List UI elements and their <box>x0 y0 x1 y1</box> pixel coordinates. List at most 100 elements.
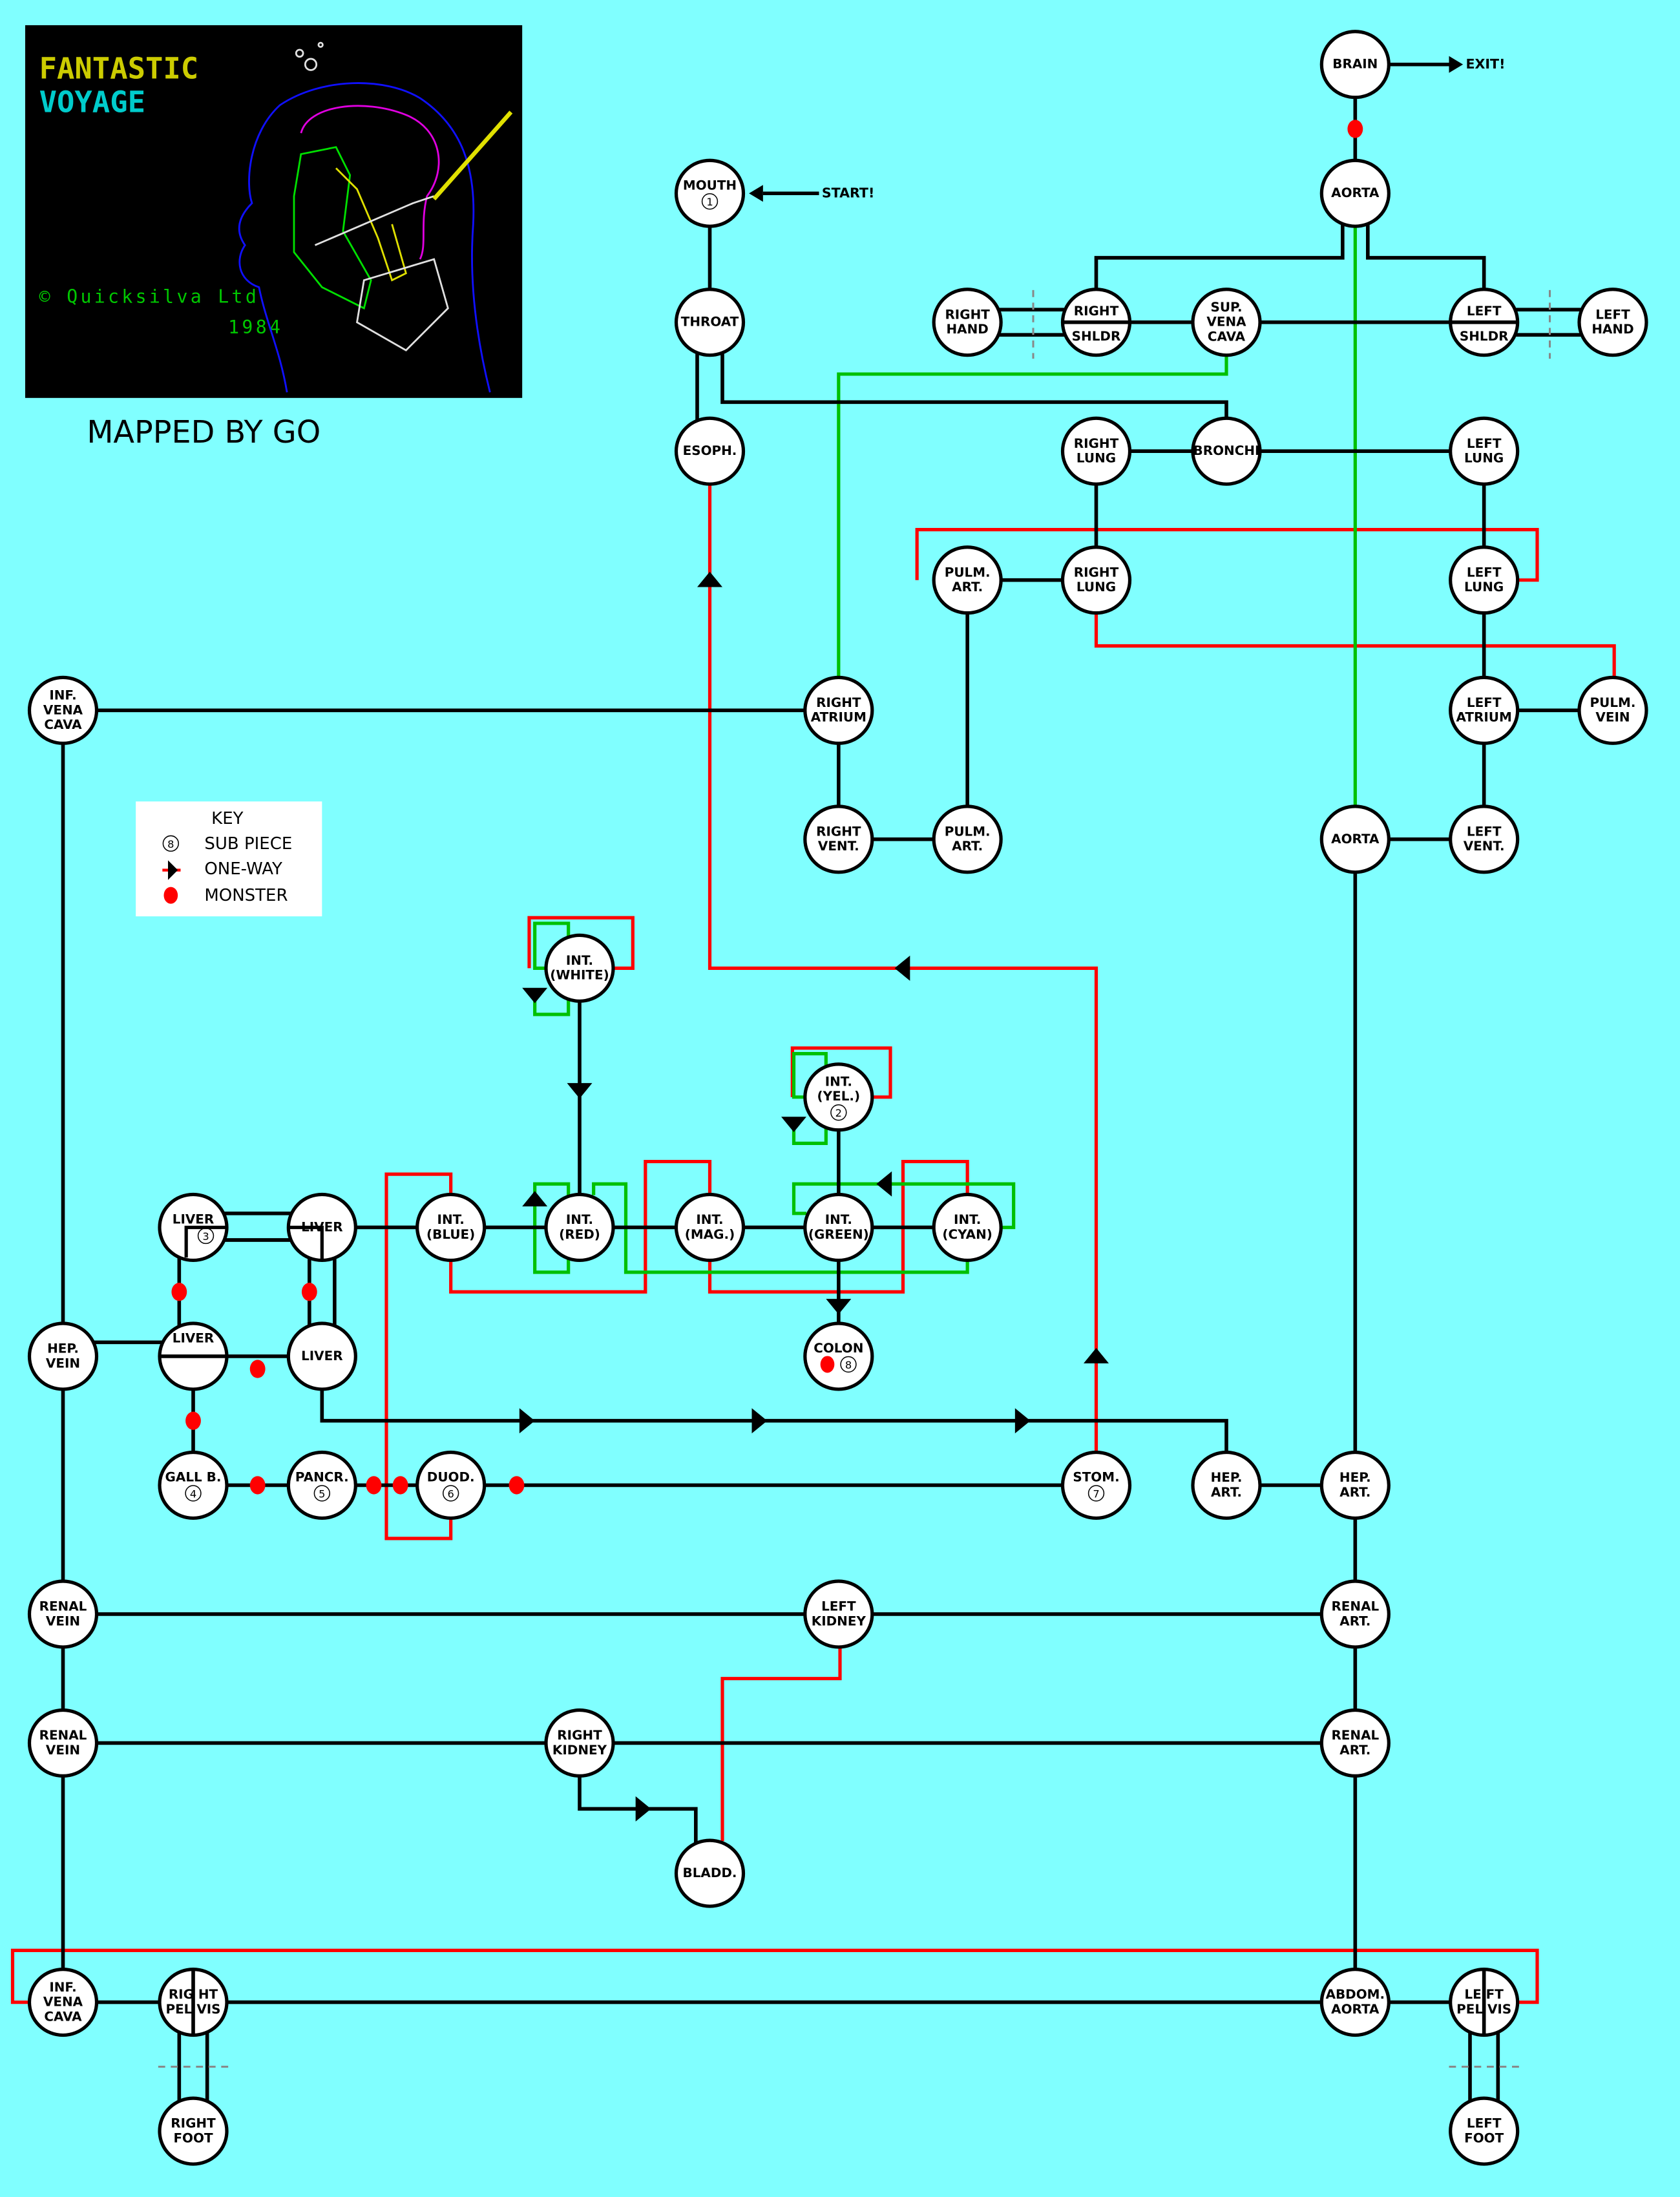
node-circle <box>674 1838 746 1908</box>
node-label: RIGHT <box>816 823 861 839</box>
node-circle <box>803 1579 874 1649</box>
node-label: VENA <box>43 1994 83 2010</box>
node-int-mag[interactable]: INT.(MAG.) <box>674 1192 746 1263</box>
node-pulm-art-bottom[interactable]: PULM.ART. <box>932 804 1003 874</box>
one-way-arrow-icon <box>162 860 181 880</box>
node-circle <box>27 675 99 745</box>
node-label: LIVER <box>173 1330 215 1345</box>
node-label: KIDNEY <box>812 1613 866 1628</box>
node-label: ART. <box>1339 1613 1370 1628</box>
node-circle <box>544 933 615 1003</box>
node-liver-b[interactable]: LIVER <box>286 1192 357 1263</box>
node-int-red[interactable]: INT.(RED) <box>544 1192 615 1263</box>
one-way-arrow-icon <box>522 987 548 1004</box>
node-divider <box>288 1225 324 1259</box>
node-bronchi[interactable]: BRONCHI <box>1191 416 1262 486</box>
node-circle <box>1449 804 1520 874</box>
node-hep-art-a[interactable]: HEP.ART. <box>1191 1450 1262 1520</box>
node-stom[interactable]: STOM.7 <box>1060 1450 1132 1520</box>
node-liver-d[interactable]: LIVER <box>286 1321 357 1391</box>
node-circle <box>674 288 746 357</box>
copyright-text: © Quicksilva Ltd <box>39 286 259 307</box>
node-bladd[interactable]: BLADD. <box>674 1838 746 1908</box>
node-int-blue[interactable]: INT.(BLUE) <box>415 1192 487 1263</box>
node-label: LE FT <box>1464 1986 1504 2002</box>
node-label: LUNG <box>1076 450 1116 466</box>
green-route-line <box>837 354 1228 678</box>
node-pancr[interactable]: PANCR.5 <box>286 1450 357 1520</box>
node-label: INT. <box>566 1212 593 1227</box>
node-circle <box>803 1062 874 1132</box>
green-route-line <box>792 1182 1016 1230</box>
node-label: HEP. <box>47 1341 79 1356</box>
node-circle <box>286 1321 357 1391</box>
monster-icon <box>366 1476 382 1495</box>
node-aorta-mid[interactable]: AORTA <box>1319 804 1391 874</box>
node-int-yel[interactable]: INT.(YEL.)2 <box>803 1062 874 1132</box>
node-label: PEL VIS <box>165 2001 220 2017</box>
node-label: RIG HT <box>169 1986 218 2002</box>
node-int-cyan[interactable]: INT.(CYAN) <box>932 1192 1003 1263</box>
node-circle <box>1319 1450 1391 1520</box>
node-aorta-top[interactable]: AORTA <box>1319 158 1391 228</box>
node-hep-art-b[interactable]: HEP.ART. <box>1319 1450 1391 1520</box>
node-label: VENT. <box>1464 838 1505 854</box>
node-gall-b[interactable]: GALL B.4 <box>158 1450 229 1520</box>
node-esoph[interactable]: ESOPH. <box>674 416 746 486</box>
node-label: BRONCHI <box>1193 443 1260 458</box>
monster-icon <box>392 1476 408 1495</box>
node-label: STOM. <box>1073 1469 1119 1484</box>
node-hep-vein[interactable]: HEP.VEIN <box>27 1321 99 1391</box>
monster-icon <box>185 1411 201 1430</box>
node-duod[interactable]: DUOD.6 <box>415 1450 487 1520</box>
node-pulm-vein[interactable]: PULM.VEIN <box>1577 675 1648 745</box>
node-label: VENT. <box>818 838 859 854</box>
node-throat[interactable]: THROAT <box>674 288 746 357</box>
green-route-line <box>792 1052 828 1145</box>
node-label: COLON <box>814 1340 863 1356</box>
node-pulm-art-top[interactable]: PULM.ART. <box>932 545 1003 615</box>
node-label: CAVA <box>1208 328 1246 344</box>
monster-icon <box>163 887 178 904</box>
red-route-line <box>10 1948 1539 2004</box>
node-brain[interactable]: BRAIN <box>1319 30 1391 100</box>
node-label: LUNG <box>1076 579 1116 594</box>
node-label: RIGHT <box>171 2116 216 2131</box>
node-label: (GREEN) <box>808 1226 869 1242</box>
node-liver-c[interactable]: LIVER <box>158 1321 229 1391</box>
node-abdom-aorta[interactable]: ABDOM.AORTA <box>1319 1968 1391 2037</box>
legend: KEY 8 SUB PIECE ONE-WAY MONSTER <box>136 801 322 917</box>
node-int-green[interactable]: INT.(GREEN) <box>803 1192 874 1263</box>
node-label: VEIN <box>46 1742 80 1758</box>
one-way-arrow-icon <box>567 1083 593 1098</box>
node-int-white[interactable]: INT.(WHITE) <box>544 933 615 1003</box>
